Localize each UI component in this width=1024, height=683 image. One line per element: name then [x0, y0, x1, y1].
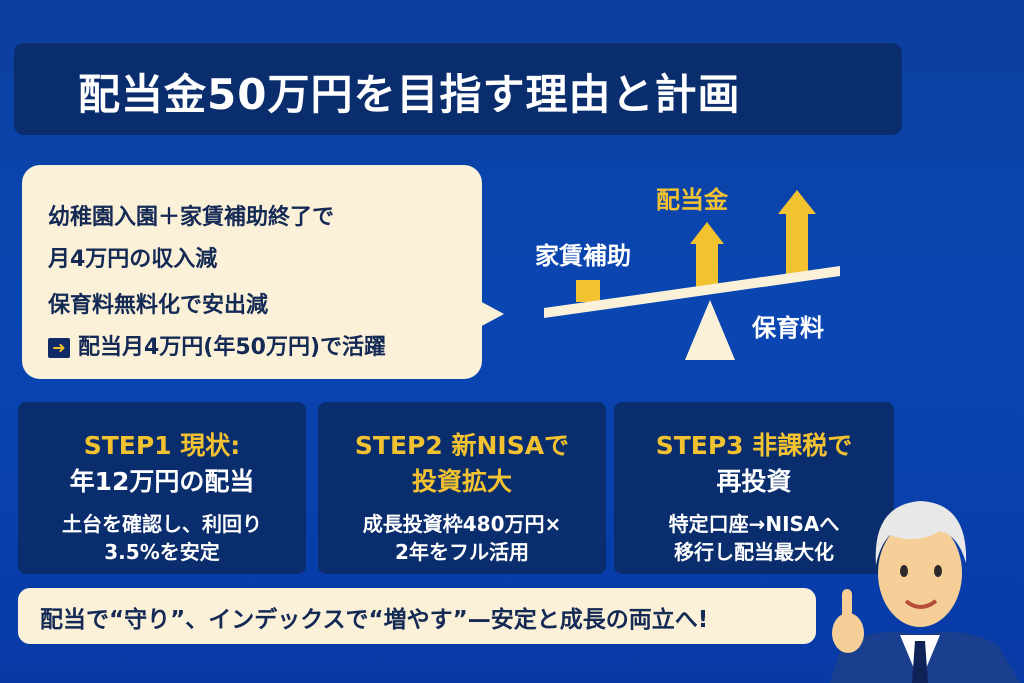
rent-subsidy-block: [576, 280, 600, 302]
step3-body-2: 移行し配当最大化: [674, 540, 834, 564]
speech-bubble: 幼稚園入園＋家賃補助終了で 月4万円の収入減 保育料無料化で安出減 ➜ 配当月4万…: [22, 165, 482, 379]
bubble-tail: [478, 300, 504, 328]
bubble-line-4-text: 配当月4万円(年50万円)で活躍: [78, 335, 387, 360]
presenter-illustration: [830, 501, 1020, 683]
step2-card: STEP2 新NISAで 投資拡大 成長投資枠480万円× 2年をフル活用: [318, 402, 606, 574]
bubble-line-4: ➜ 配当月4万円(年50万円)で活躍: [48, 329, 386, 361]
step1-body-1: 土台を確認し、利回り: [62, 512, 262, 536]
step2-title: STEP2 新NISAで: [354, 431, 570, 460]
dividend-label: 配当金: [656, 186, 728, 214]
step1-body-2: 3.5%を安定: [104, 540, 220, 564]
step3-card: STEP3 非課税で 再投資 特定口座→NISAへ 移行し配当最大化: [614, 402, 894, 574]
arrow-right-icon: ➜: [48, 338, 70, 358]
step1-subtitle: 年12万円の配当: [69, 467, 255, 496]
childcare-fee-label: 保育料: [752, 314, 824, 342]
step3-title: STEP3 非課税で: [655, 431, 853, 460]
bubble-line-1: 幼稚園入園＋家賃補助終了で: [48, 205, 335, 230]
bubble-line-3: 保育料無料化で安出減: [48, 293, 269, 318]
page-title: 配当金50万円を目指す理由と計画: [78, 70, 741, 119]
step2-body-2: 2年をフル活用: [395, 540, 529, 564]
pointing-hand-icon: [832, 589, 864, 653]
seesaw-beam: [544, 266, 840, 318]
step1-card: STEP1 現状: 年12万円の配当 土台を確認し、利回り 3.5%を安定: [18, 402, 306, 574]
summary-text: 配当で“守り”、インデックスで“増やす”—安定と成長の両立へ!: [40, 607, 709, 633]
presenter-face: [878, 519, 962, 627]
step1-title: STEP1 現状:: [83, 431, 241, 460]
presenter-hair: [875, 501, 967, 565]
title-banner: 配当金50万円を目指す理由と計画: [14, 43, 902, 135]
step2-subtitle: 投資拡大: [411, 467, 512, 496]
bubble-line-2: 月4万円の収入減: [48, 247, 218, 272]
presenter-tie: [912, 641, 928, 683]
dividend-arrow-icon: [690, 222, 724, 288]
seesaw-fulcrum: [685, 300, 735, 360]
growth-arrow-icon: [778, 190, 816, 276]
summary-bar: 配当で“守り”、インデックスで“増やす”—安定と成長の両立へ!: [18, 588, 816, 644]
seesaw-illustration: [544, 190, 840, 360]
step2-body-1: 成長投資枠480万円×: [362, 512, 562, 536]
step3-subtitle: 再投資: [716, 467, 792, 496]
step3-body-1: 特定口座→NISAへ: [668, 512, 840, 536]
rent-subsidy-label: 家賃補助: [535, 242, 631, 270]
